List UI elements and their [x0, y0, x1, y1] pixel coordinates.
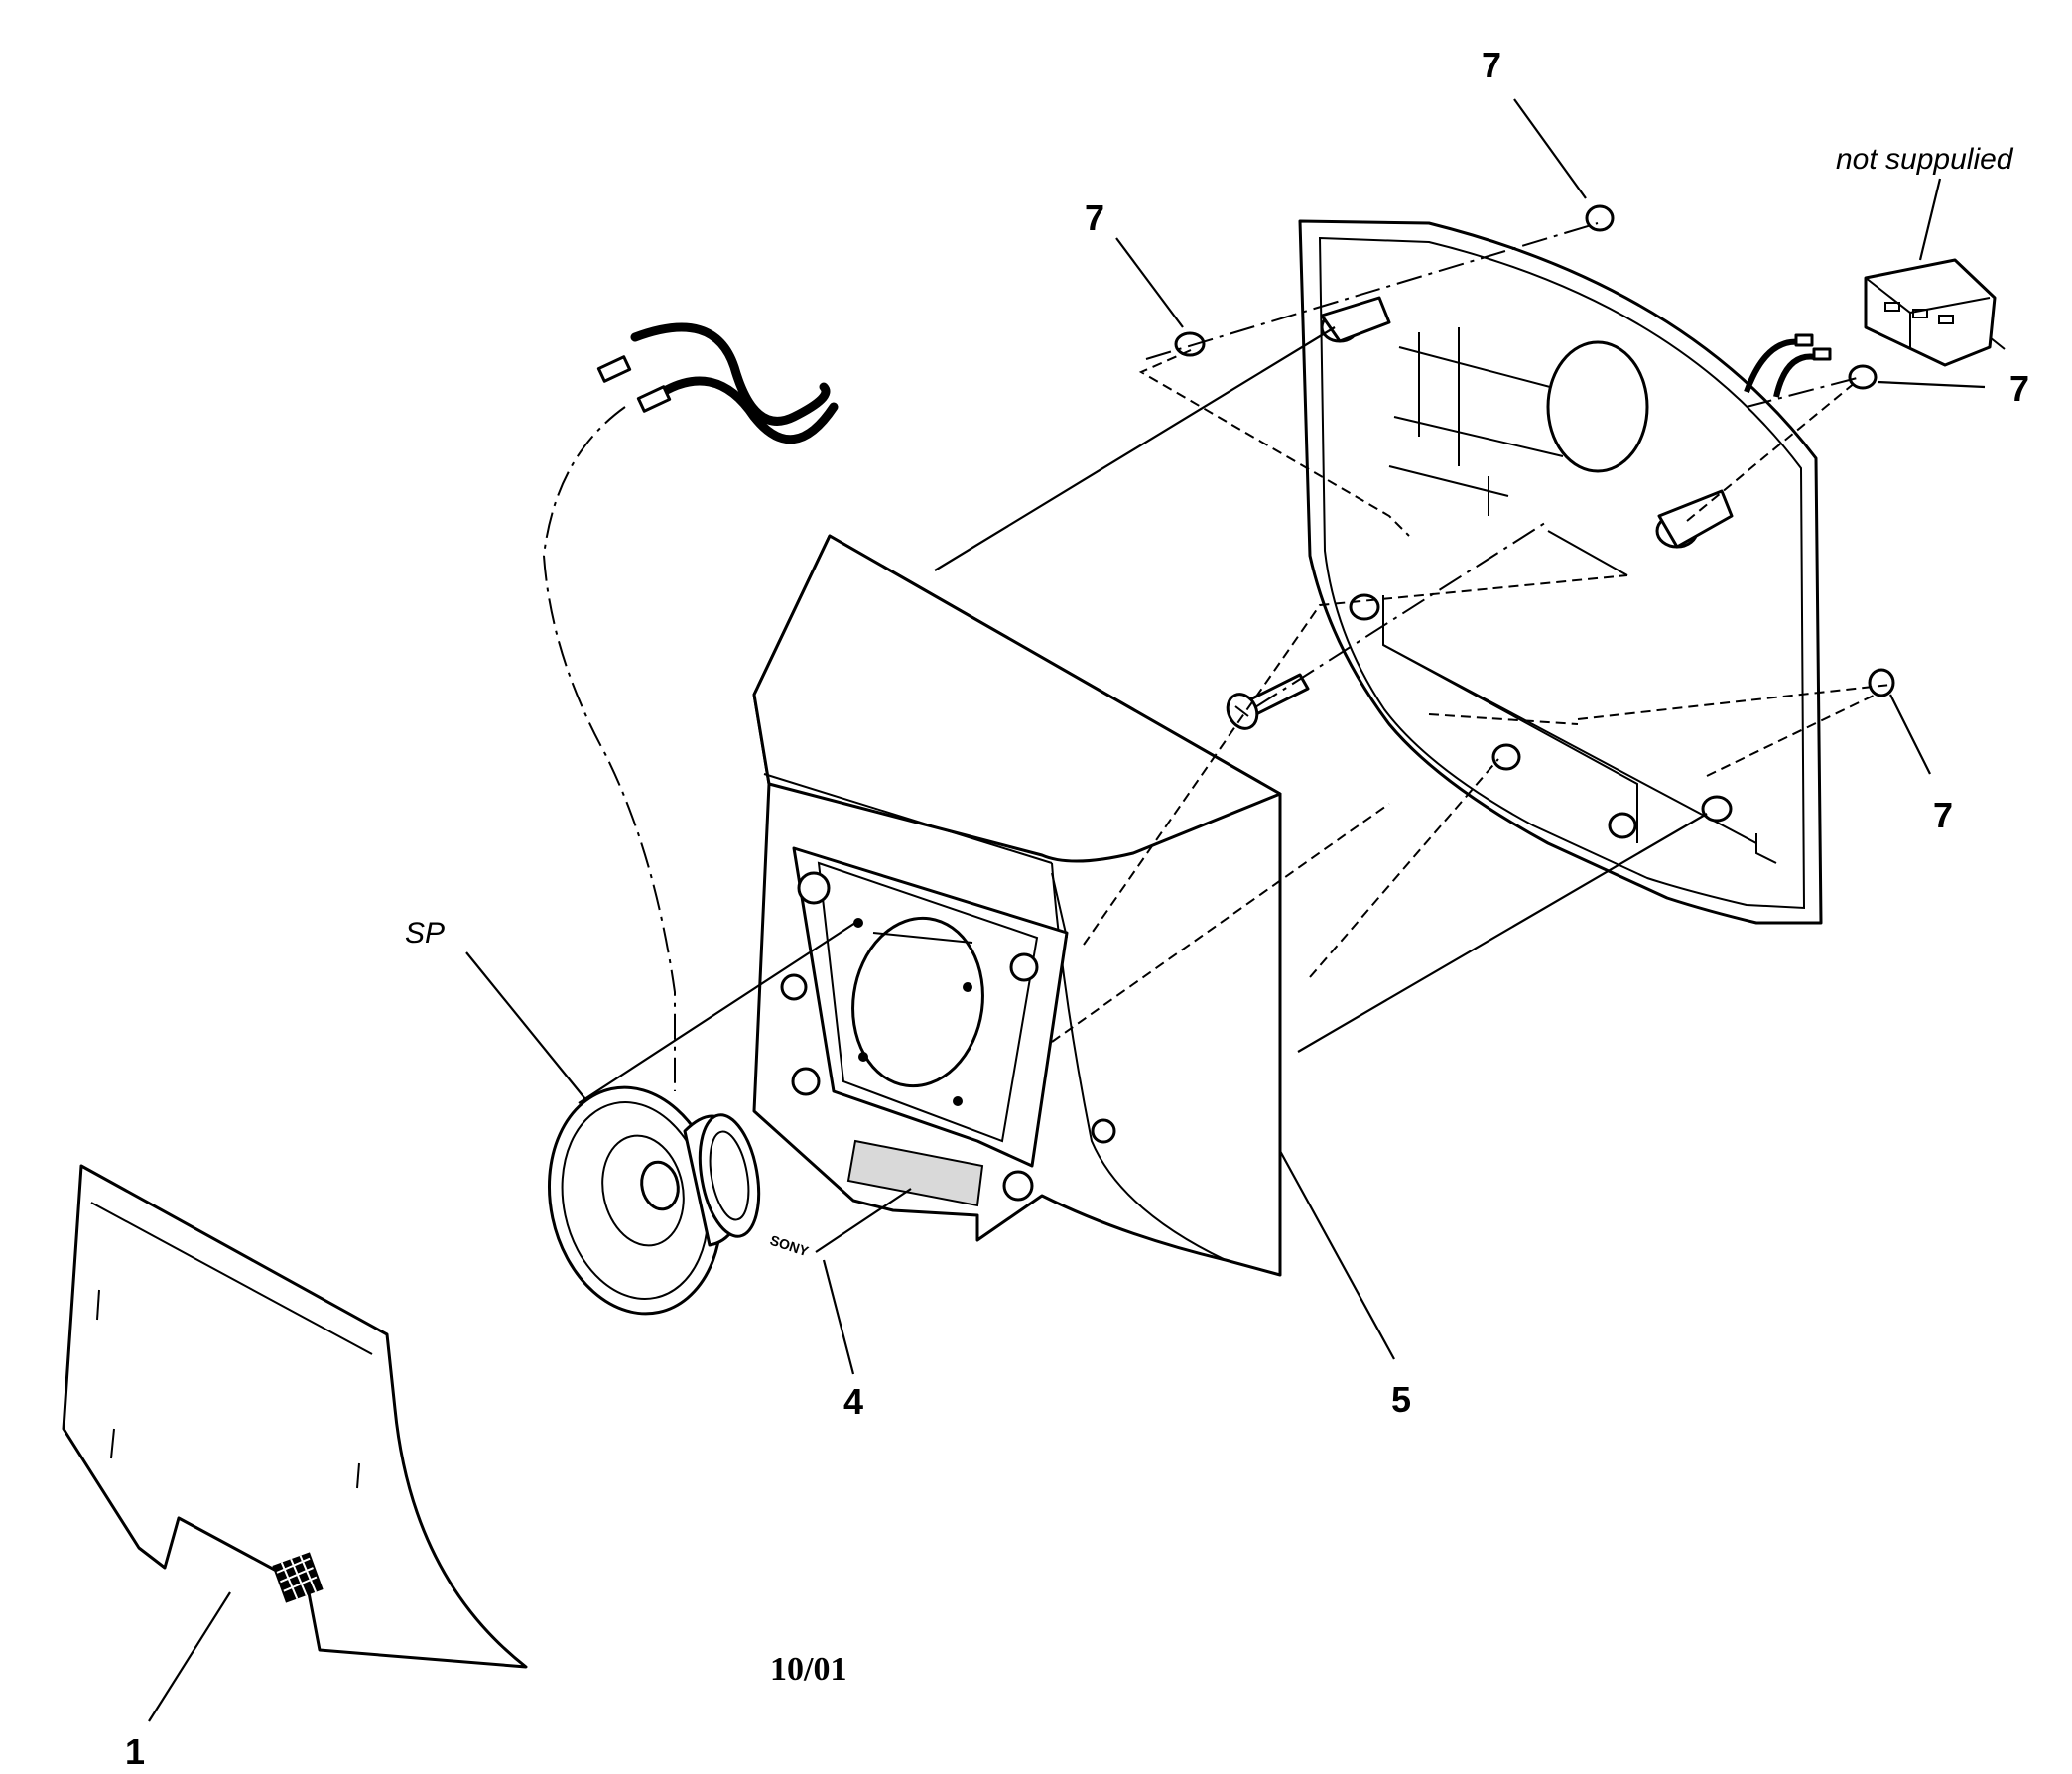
speaker-sp [547, 1085, 761, 1316]
cover-bosses [1320, 296, 1734, 839]
leader-7-a [1115, 237, 1184, 328]
date-code: 10/01 [770, 1651, 846, 1688]
leader-7-c [1877, 380, 1986, 389]
rear-cover [1298, 219, 1823, 925]
leader-7-b [1513, 98, 1587, 199]
leader-1 [148, 1591, 231, 1722]
callout-sp: SP [405, 917, 445, 950]
callout-5: 5 [1391, 1379, 1411, 1420]
note-not-supplied: not suppulied [1836, 143, 2014, 176]
leader-7-d [1889, 694, 1931, 775]
leader-4b [815, 1188, 912, 1253]
callout-1: 1 [125, 1731, 145, 1772]
adapter-not-supplied [1744, 258, 2006, 398]
part-1-front-grille [62, 1164, 528, 1669]
part-4-sony-logo: SONY [768, 1232, 811, 1260]
callout-7-c: 7 [2009, 368, 2029, 409]
callout-7-a: 7 [1085, 197, 1104, 238]
speaker-wire [542, 322, 839, 1091]
callout-4: 4 [843, 1381, 863, 1422]
part-5-cabinet [752, 534, 1282, 1277]
leader-5 [1279, 1150, 1395, 1360]
grille-mesh-icon [272, 1552, 324, 1603]
svg-text:SONY: SONY [768, 1232, 811, 1260]
leader-not-supplied [1918, 178, 1942, 261]
part-7-feet [1174, 204, 1895, 697]
leader-4 [822, 1259, 855, 1375]
callout-7-b: 7 [1482, 45, 1501, 85]
explosion-lines [578, 222, 1891, 1104]
leader-sp [465, 951, 586, 1100]
callout-7-d: 7 [1933, 795, 1953, 835]
